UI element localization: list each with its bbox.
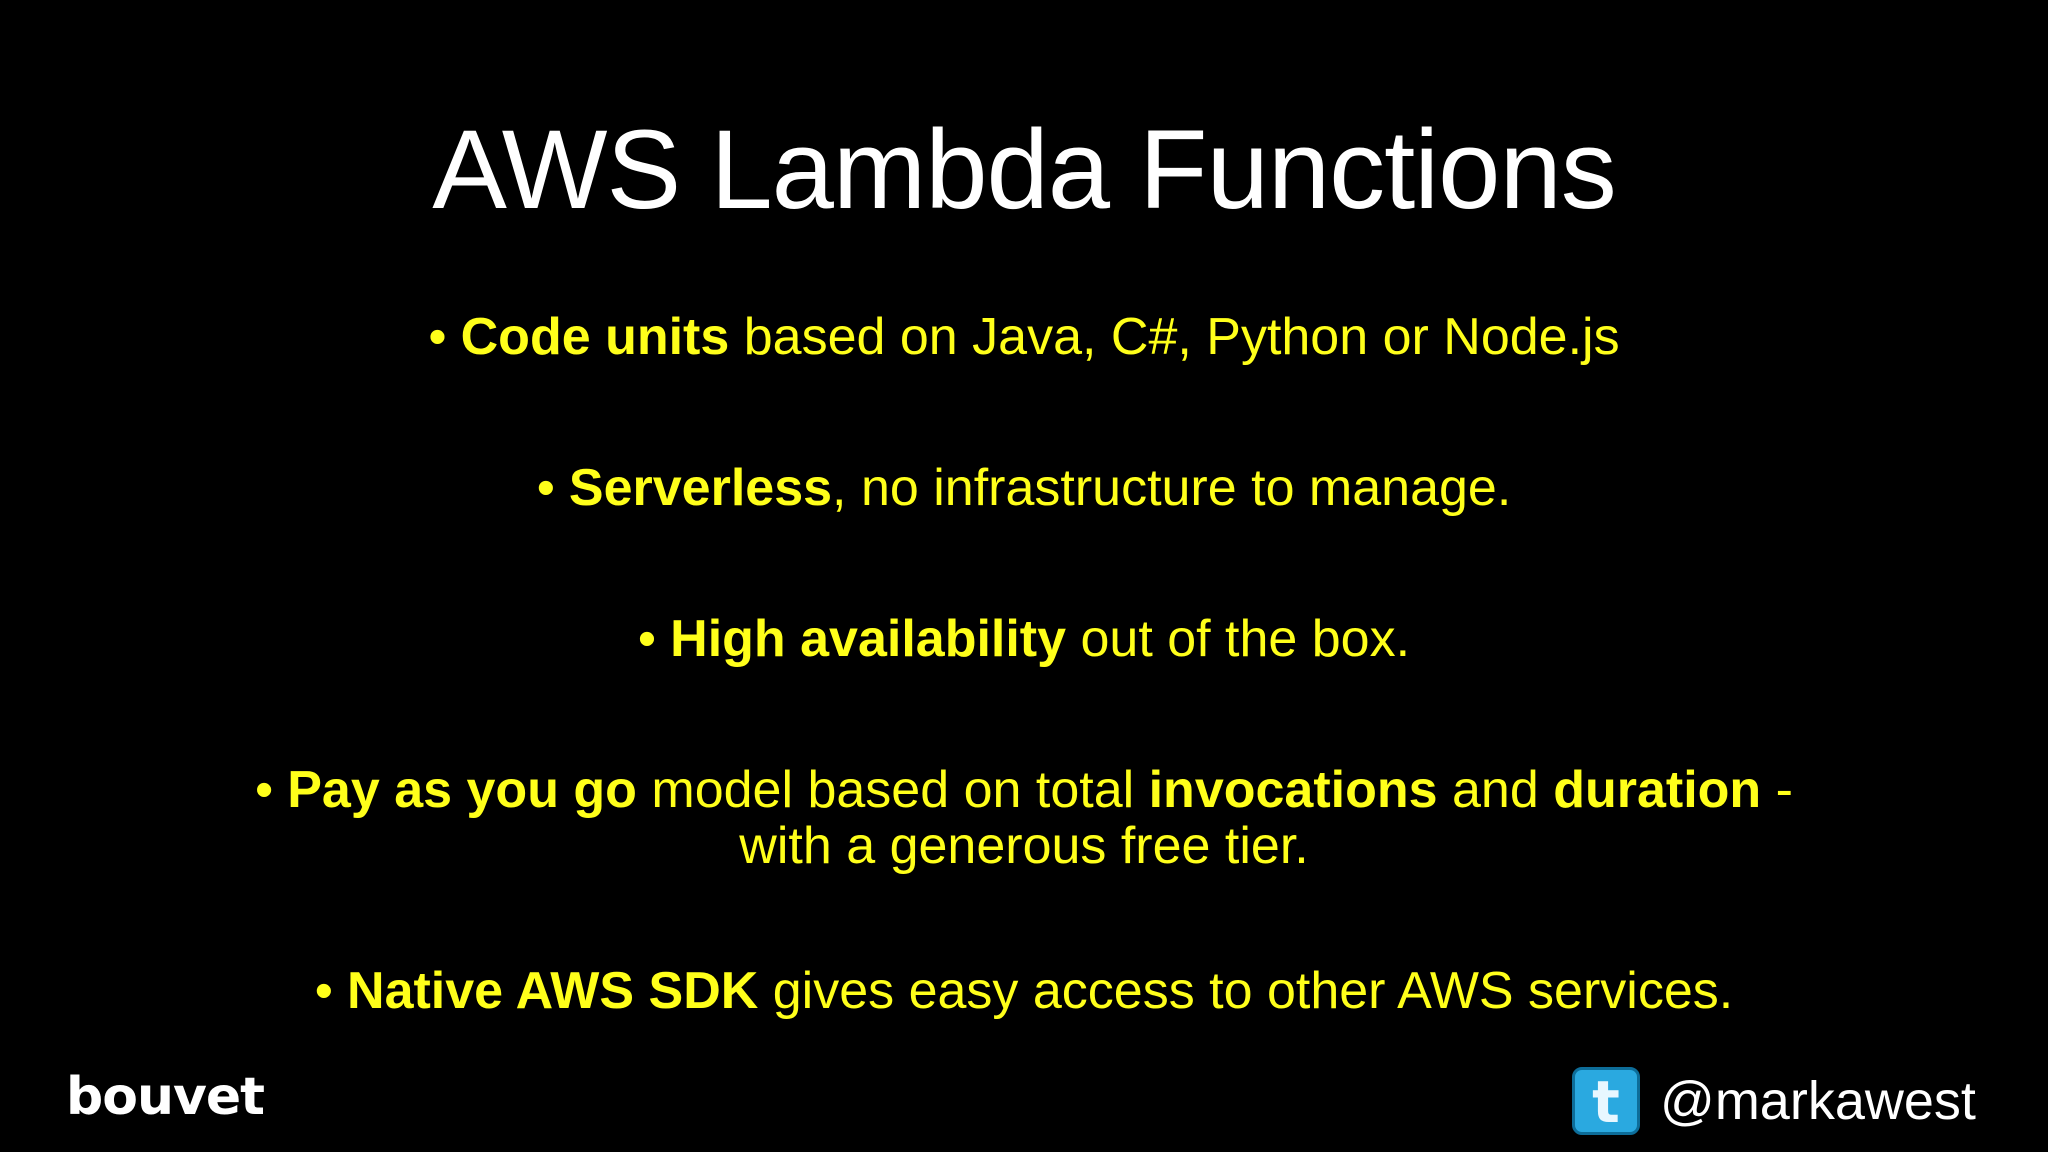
bullet-native-aws-sdk: •Native AWS SDK gives easy access to oth…	[100, 963, 1948, 1019]
bullet-emphasis: invocations	[1148, 761, 1438, 819]
bullet-emphasis: Pay as you go	[287, 761, 637, 819]
bouvet-logo: bouvet	[66, 1067, 265, 1127]
bullet-text: model based on total	[636, 761, 1149, 819]
bullet-emphasis: High availability	[670, 610, 1067, 668]
bullet-text: , no infrastructure to manage.	[832, 459, 1512, 517]
bullet-emphasis: Code units	[460, 308, 730, 366]
bullet-high-availability: •High availability out of the box.	[100, 611, 1948, 667]
bullet-emphasis: Serverless	[568, 459, 833, 517]
bullet-text: and	[1437, 761, 1554, 819]
bullet-text: gives easy access to other AWS services.	[758, 962, 1734, 1020]
twitter-icon-letter: t	[1592, 1068, 1620, 1136]
twitter-handle: @markawest	[1660, 1071, 1976, 1131]
bullet-pay-as-you-go: •Pay as you go model based on total invo…	[100, 762, 1948, 874]
bullet-text: -	[1761, 761, 1793, 819]
bullet-serverless: •Serverless, no infrastructure to manage…	[100, 460, 1948, 516]
twitter-attribution: t @markawest	[1572, 1063, 1976, 1139]
bullet-emphasis: duration	[1553, 761, 1762, 819]
bullet-code-units: •Code units based on Java, C#, Python or…	[100, 309, 1948, 365]
slide-title: AWS Lambda Functions	[432, 107, 1617, 232]
twitter-icon: t	[1572, 1067, 1640, 1135]
bullet-text: based on Java, C#, Python or Node.js	[729, 308, 1620, 366]
bullet-text: out of the box.	[1066, 610, 1411, 668]
bullet-line: •Pay as you go model based on total invo…	[100, 762, 1948, 818]
bullet-marker: •	[314, 962, 334, 1020]
bullet-marker: •	[255, 761, 274, 819]
bullet-marker: •	[536, 459, 555, 517]
bullet-emphasis: Native AWS SDK	[347, 962, 759, 1020]
bullet-continuation: with a generous free tier.	[739, 817, 1309, 875]
bullet-marker: •	[428, 308, 447, 366]
bullet-marker: •	[637, 610, 657, 668]
